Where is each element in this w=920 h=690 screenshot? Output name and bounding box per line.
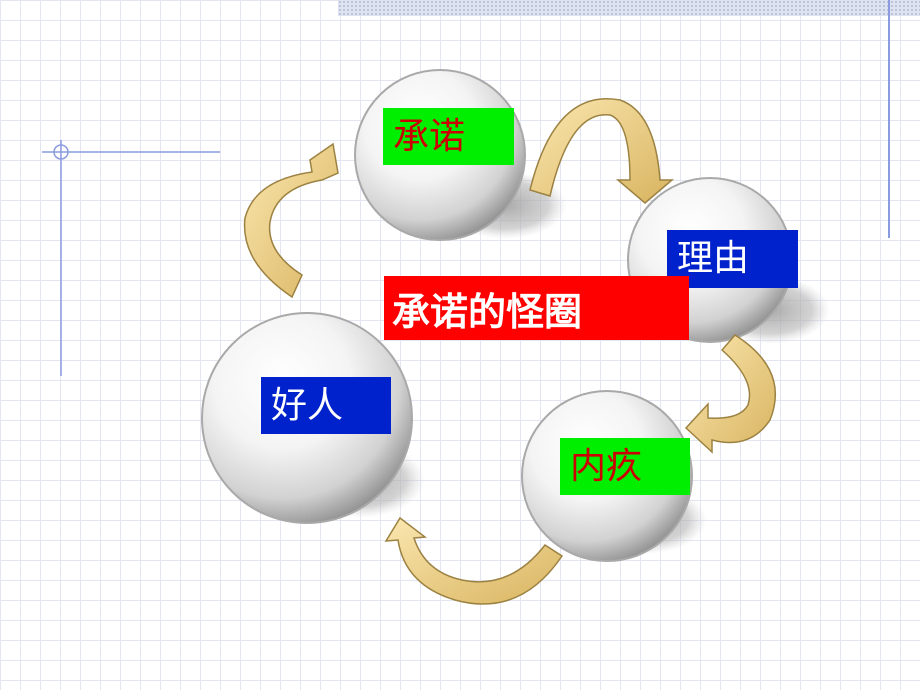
node-label-good-person: 好人 [261, 377, 391, 434]
arrow-reason-to-guilt [684, 334, 777, 454]
top-decorative-band [338, 0, 920, 16]
diagram-title: 承诺的怪圈 [384, 276, 689, 340]
right-decorative-rule [888, 0, 890, 238]
node-label-guilt: 内疚 [560, 438, 690, 495]
left-rule-circle [53, 144, 69, 160]
arrow-good-person-to-promise [243, 142, 339, 299]
arrow-guilt-to-good-person [384, 516, 564, 605]
node-label-promise: 承诺 [383, 108, 514, 165]
arrow-promise-to-reason [529, 98, 675, 204]
